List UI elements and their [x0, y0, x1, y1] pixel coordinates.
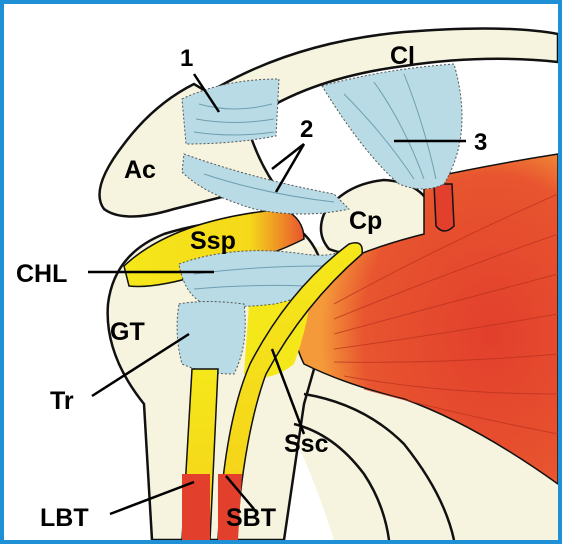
label-subscapularis: Ssc — [284, 430, 329, 458]
label-supraspinatus: Ssp — [190, 227, 236, 255]
ligament-2 — [182, 154, 349, 214]
label-greater-tuberosity: GT — [110, 318, 145, 346]
label-transverse: Tr — [50, 387, 74, 415]
shoulder-anatomy-diagram: 1 2 3 Cl Ac Cp Ssp CHL GT Tr Ssc LBT SBT — [4, 4, 558, 540]
ligament-3 — [322, 64, 462, 189]
label-coracoid: Cp — [349, 207, 382, 235]
label-acromion: Ac — [124, 156, 156, 184]
label-2: 2 — [300, 116, 313, 143]
label-1: 1 — [180, 45, 193, 72]
muscle-tab — [434, 184, 454, 231]
transverse-ligament — [177, 302, 245, 375]
label-lbt: LBT — [40, 504, 89, 532]
label-sbt: SBT — [226, 504, 276, 532]
label-3: 3 — [474, 129, 487, 156]
label-chl: CHL — [16, 260, 67, 288]
label-clavicle: Cl — [390, 42, 415, 70]
